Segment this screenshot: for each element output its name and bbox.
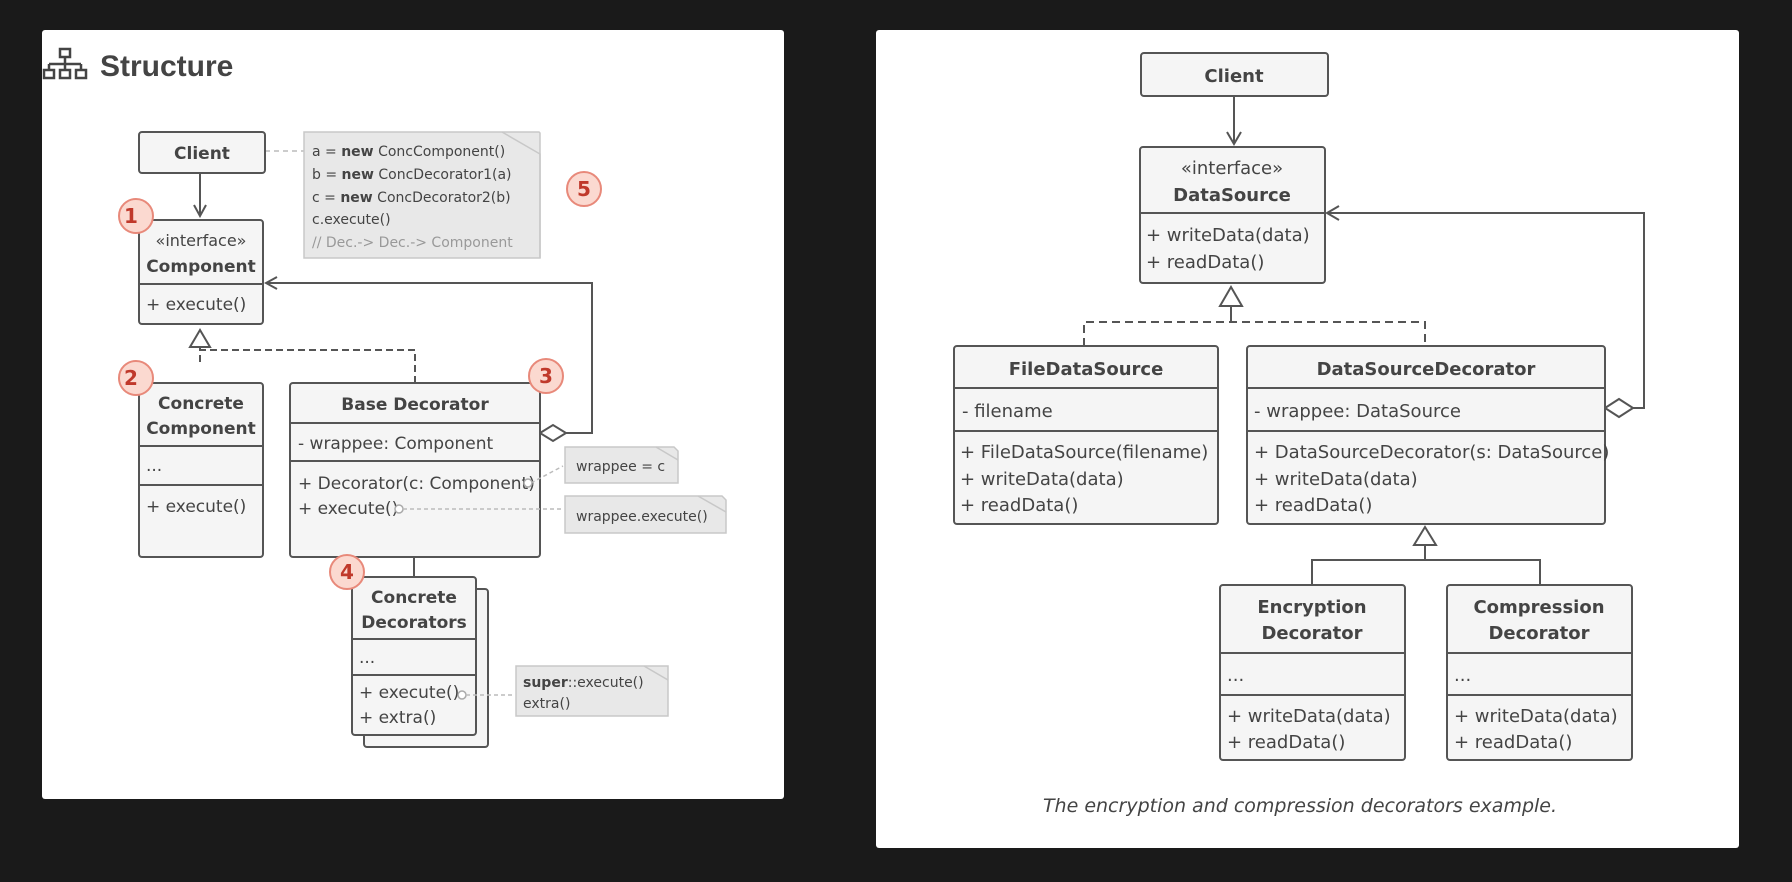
svg-text:2: 2 <box>124 366 138 390</box>
encryption-decorator-box: Encryption Decorator ... + writeData(dat… <box>1219 584 1406 761</box>
concrete-decorators-name-1: Concrete <box>371 588 457 608</box>
file-datasource-name: FileDataSource <box>1009 359 1164 380</box>
concrete-component-name-1: Concrete <box>158 394 244 414</box>
datasource-decorator-name: DataSourceDecorator <box>1317 359 1536 380</box>
base-decorator-method-1: + Decorator(c: Component) <box>298 474 535 494</box>
datasource-decorator-method-2: + writeData(data) <box>1254 469 1418 490</box>
badge-2: 2 <box>118 360 154 396</box>
code-line-2: b = new ConcDecorator1(a) <box>312 167 512 183</box>
realization-triangle <box>1218 285 1244 307</box>
badge-5: 5 <box>566 171 602 207</box>
datasource-decorator-method-1: + DataSourceDecorator(s: DataSource) <box>1254 442 1609 463</box>
compression-decorator-method-2: + readData() <box>1454 732 1572 753</box>
client-box: Client <box>1140 52 1329 97</box>
compression-decorator-name-1: Compression <box>1473 597 1604 618</box>
inheritance-triangle <box>1412 525 1438 546</box>
extra-text: extra() <box>523 696 570 712</box>
concrete-decorators-method-2: + extra() <box>359 708 436 728</box>
base-decorator-method-2: + execute() <box>298 499 398 519</box>
svg-text:3: 3 <box>539 364 553 388</box>
badge-1: 1 <box>118 198 154 234</box>
badge-4: 4 <box>329 554 365 590</box>
concrete-decorators-method-1: + execute() <box>359 683 459 703</box>
file-datasource-method-2: + writeData(data) <box>960 469 1124 490</box>
component-method: + execute() <box>146 295 246 315</box>
inheritance-line <box>1311 559 1541 585</box>
hierarchy-icon <box>42 47 88 80</box>
datasource-interface-box: «interface» DataSource + writeData(data)… <box>1139 146 1326 284</box>
svg-text:5: 5 <box>577 177 591 201</box>
concrete-decorators-fields: ... <box>359 648 375 668</box>
concrete-component-fields: ... <box>146 456 162 476</box>
concrete-component-method: + execute() <box>146 497 246 517</box>
encryption-decorator-method-1: + writeData(data) <box>1227 706 1391 727</box>
badge-3: 3 <box>528 358 564 394</box>
aggregation-line <box>266 283 593 434</box>
wrappee-assign-note: wrappee = c <box>564 446 679 484</box>
datasource-decorator-method-3: + readData() <box>1254 495 1372 516</box>
code-line-5: // Dec.-> Dec.-> Component <box>312 235 513 251</box>
component-name: Component <box>146 257 256 277</box>
super-execute-text: super::execute() <box>523 675 644 691</box>
code-line-1: a = new ConcComponent() <box>312 144 505 160</box>
datasource-stereotype: «interface» <box>1181 158 1283 179</box>
base-decorator-field: - wrappee: Component <box>298 434 494 454</box>
svg-text:4: 4 <box>340 560 354 584</box>
structure-heading: Structure <box>42 47 233 83</box>
aggregation-diamond <box>538 423 568 443</box>
base-decorator-name: Base Decorator <box>341 395 489 415</box>
realization-line <box>1083 321 1426 346</box>
code-line-4: c.execute() <box>312 212 391 228</box>
component-stereotype: «interface» <box>156 231 247 250</box>
client-label: Client <box>1204 66 1264 87</box>
file-datasource-method-1: + FileDataSource(filename) <box>960 442 1208 463</box>
structure-diagram: Structure Client «interface» Component +… <box>42 47 727 748</box>
concrete-decorators-name-2: Decorators <box>361 613 467 633</box>
file-datasource-field: - filename <box>962 401 1053 422</box>
component-interface-box: «interface» Component + execute() <box>138 219 264 325</box>
figure-caption: The encryption and compression decorator… <box>1043 795 1557 817</box>
datasource-method-2: + readData() <box>1146 252 1264 273</box>
concrete-component-box: Concrete Component ... + execute() <box>138 382 264 558</box>
wrappee-execute-text: wrappee.execute() <box>576 509 708 525</box>
super-execute-note: super::execute() extra() <box>515 665 669 717</box>
datasource-method-1: + writeData(data) <box>1146 225 1310 246</box>
example-diagram: Client «interface» DataSource + writeDat… <box>953 52 1645 817</box>
datasource-name: DataSource <box>1173 185 1291 206</box>
realization-line <box>199 349 416 383</box>
structure-title: Structure <box>100 50 233 83</box>
code-note: a = new ConcComponent() b = new ConcDeco… <box>303 131 541 259</box>
compression-decorator-fields: ... <box>1454 665 1471 686</box>
structure-panel: Structure Client «interface» Component +… <box>42 30 784 799</box>
encryption-decorator-name-2: Decorator <box>1261 623 1362 644</box>
datasource-decorator-field: - wrappee: DataSource <box>1254 401 1461 422</box>
aggregation-diamond <box>1603 397 1635 419</box>
encryption-decorator-name-1: Encryption <box>1257 597 1366 618</box>
example-panel: Client «interface» DataSource + writeDat… <box>876 30 1739 848</box>
svg-text:1: 1 <box>124 204 138 228</box>
compression-decorator-name-2: Decorator <box>1488 623 1589 644</box>
datasource-decorator-box: DataSourceDecorator - wrappee: DataSourc… <box>1246 345 1609 525</box>
wrappee-execute-note: wrappee.execute() <box>564 495 727 534</box>
client-box: Client <box>138 131 266 174</box>
realization-triangle <box>188 328 212 348</box>
concrete-component-name-2: Component <box>146 419 256 439</box>
wrappee-assign-text: wrappee = c <box>576 459 665 475</box>
concrete-decorators-box: Concrete Decorators ... + execute() + ex… <box>351 576 489 748</box>
file-datasource-box: FileDataSource - filename + FileDataSour… <box>953 345 1219 525</box>
client-label: Client <box>174 144 230 164</box>
compression-decorator-box: Compression Decorator ... + writeData(da… <box>1446 584 1633 761</box>
code-line-3: c = new ConcDecorator2(b) <box>312 190 511 206</box>
compression-decorator-method-1: + writeData(data) <box>1454 706 1618 727</box>
base-decorator-box: Base Decorator - wrappee: Component + De… <box>289 382 541 558</box>
encryption-decorator-fields: ... <box>1227 665 1244 686</box>
file-datasource-method-3: + readData() <box>960 495 1078 516</box>
encryption-decorator-method-2: + readData() <box>1227 732 1345 753</box>
